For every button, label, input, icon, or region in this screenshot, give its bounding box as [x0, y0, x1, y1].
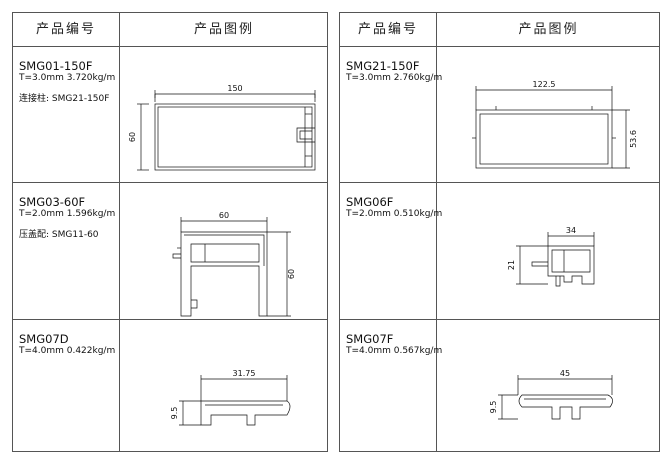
product-spec: T=4.0mm 0.567kg/m — [346, 346, 443, 356]
dim-height-label: 9.5 — [170, 407, 179, 420]
dim-width-label: 34 — [566, 226, 576, 235]
product-code: SMG06F — [346, 195, 394, 209]
product-code: SMG07D — [19, 332, 69, 346]
product-spec: T=2.0mm 0.510kg/m — [346, 209, 443, 219]
column-divider — [436, 13, 437, 451]
note-label: 压盖配: — [19, 230, 50, 240]
table-row: SMG07D T=4.0mm 0.422kg/m 31.75 9.5 — [13, 319, 327, 452]
product-note: 连接柱: SMG21-150F — [19, 91, 109, 104]
table-header: 产品编号 产品图例 — [13, 13, 327, 47]
product-note: 压盖配: SMG11-60 — [19, 227, 99, 240]
product-spec: T=4.0mm 0.422kg/m — [19, 346, 116, 356]
product-spec: T=3.0mm 2.760kg/m — [346, 73, 443, 83]
dim-width-label: 45 — [560, 369, 570, 378]
profile-drawing: 122.5 53.6 — [472, 80, 638, 169]
note-value: SMG21-150F — [51, 94, 110, 104]
dim-height-label: 60 — [287, 269, 296, 279]
product-code: SMG07F — [346, 332, 394, 346]
dim-height-label: 21 — [507, 260, 516, 270]
profile-drawing: 34 21 — [507, 226, 595, 287]
product-code: SMG21-150F — [346, 59, 420, 73]
profile-drawing: 31.75 9.5 — [170, 369, 291, 426]
note-value: SMG11-60 — [51, 230, 99, 240]
profile-drawing: 60 60 — [172, 211, 296, 317]
profile-drawing: 45 9.5 — [489, 369, 613, 420]
header-product-code: 产品编号 — [357, 22, 418, 37]
dim-height-label: 60 — [128, 132, 137, 142]
profile-drawing: 150 60 — [128, 84, 316, 171]
left-product-table: 产品编号 产品图例 SMG01-150F T=3.0mm 3.720kg/m 连… — [12, 12, 328, 452]
header-product-code: 产品编号 — [35, 22, 96, 37]
right-product-table: 产品编号 产品图例 SMG21-150F T=3.0mm 2.760kg/m 1… — [339, 12, 660, 452]
note-label: 连接柱: — [19, 94, 50, 104]
product-code: SMG03-60F — [19, 195, 86, 209]
table-row: SMG07F T=4.0mm 0.567kg/m 45 9.5 — [340, 319, 659, 452]
product-spec: T=2.0mm 1.596kg/m — [19, 209, 116, 219]
column-divider — [119, 13, 120, 451]
dim-height-label: 9.5 — [489, 401, 498, 414]
dim-width-label: 122.5 — [533, 80, 556, 89]
table-header: 产品编号 产品图例 — [340, 13, 659, 47]
product-spec: T=3.0mm 3.720kg/m — [19, 73, 116, 83]
table-row: SMG21-150F T=3.0mm 2.760kg/m 122.5 53.6 — [340, 46, 659, 183]
dim-width-label: 60 — [219, 211, 229, 220]
header-product-illustration: 产品图例 — [518, 22, 579, 37]
dim-height-label: 53.6 — [629, 130, 638, 148]
product-code: SMG01-150F — [19, 59, 93, 73]
table-row: SMG03-60F T=2.0mm 1.596kg/m 压盖配: SMG11-6… — [13, 182, 327, 320]
dim-width-label: 150 — [227, 84, 242, 93]
header-product-illustration: 产品图例 — [193, 22, 254, 37]
table-row: SMG01-150F T=3.0mm 3.720kg/m 连接柱: SMG21-… — [13, 46, 327, 183]
dim-width-label: 31.75 — [233, 369, 256, 378]
table-row: SMG06F T=2.0mm 0.510kg/m 34 21 — [340, 182, 659, 320]
